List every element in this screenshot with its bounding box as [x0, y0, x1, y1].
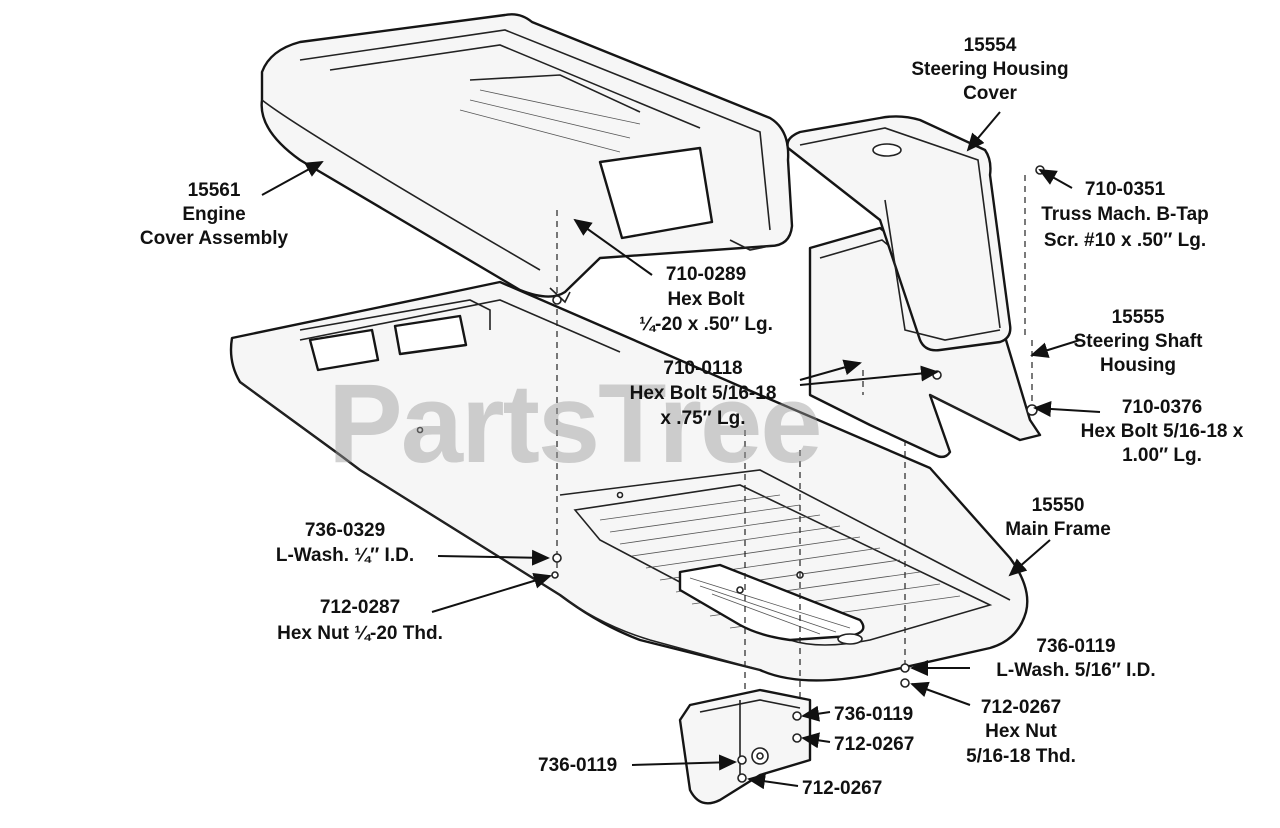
label-bracket-l-wash-left: 736-0119	[538, 755, 617, 776]
part-number: 736-0119	[1036, 636, 1115, 657]
part-desc-line2: Cover Assembly	[140, 228, 289, 249]
leader-arrows	[261, 111, 1101, 790]
part-number: 710-0351	[1085, 179, 1166, 200]
label-steering-shaft-housing: 15555 Steering Shaft Housing	[1074, 307, 1203, 376]
part-desc-line1: Hex Bolt 5/16-18 x	[1081, 421, 1244, 442]
part-desc-line2: 1.00″ Lg.	[1122, 445, 1202, 466]
label-steering-housing-cover: 15554 Steering Housing Cover	[911, 35, 1068, 104]
fasteners	[551, 165, 1045, 783]
part-desc-line1: Hex Nut	[985, 721, 1057, 742]
part-number: 712-0287	[320, 597, 400, 618]
label-truss-screw: 710-0351 Truss Mach. B-Tap Scr. #10 x .5…	[1041, 179, 1209, 251]
label-hex-bolt-710-0289: 710-0289 Hex Bolt ¼-20 x .50″ Lg.	[639, 264, 773, 335]
label-bracket-hex-nut-lower: 712-0267	[802, 778, 882, 799]
part-desc-line1: Main Frame	[1005, 519, 1111, 540]
part-desc-line2: Cover	[963, 83, 1017, 104]
alignment-lines	[556, 175, 1033, 700]
part-number: 710-0118	[663, 358, 742, 379]
part-desc-line1: Hex Bolt 5/16-18	[630, 383, 777, 404]
part-desc-line1: Hex Nut ¼-20 Thd.	[277, 623, 443, 644]
label-hex-nut-712-0287: 712-0287 Hex Nut ¼-20 Thd.	[277, 597, 443, 644]
label-engine-cover: 15561 Engine Cover Assembly	[140, 180, 289, 249]
part-number: 712-0267	[981, 697, 1061, 718]
label-l-wash-736-0329: 736-0329 L-Wash. ¼″ I.D.	[276, 520, 414, 566]
part-number: 710-0289	[666, 264, 746, 285]
part-number: 710-0376	[1122, 397, 1202, 418]
part-desc-line1: Hex Bolt	[667, 289, 745, 310]
watermark-text: PartsTree	[328, 361, 821, 486]
label-hex-bolt-710-0118: 710-0118 Hex Bolt 5/16-18 x .75″ Lg.	[630, 358, 777, 429]
main-frame-part	[229, 280, 1029, 682]
label-bracket-hex-nut-upper: 712-0267	[834, 734, 914, 755]
part-desc-line1: Engine	[182, 204, 245, 225]
part-number: 15555	[1112, 307, 1165, 328]
bracket-assembly-part	[678, 688, 812, 805]
part-number: 736-0329	[305, 520, 385, 541]
label-main-frame: 15550 Main Frame	[1005, 495, 1111, 540]
label-l-wash-736-0119-right: 736-0119 L-Wash. 5/16″ I.D.	[996, 636, 1155, 681]
engine-cover-part	[260, 13, 794, 304]
part-number: 15561	[188, 180, 241, 201]
part-desc-line2: 5/16-18 Thd.	[966, 746, 1076, 767]
part-desc-line1: Steering Shaft	[1074, 331, 1203, 352]
part-desc-line2: Housing	[1100, 355, 1176, 376]
part-desc-line1: L-Wash. 5/16″ I.D.	[996, 660, 1155, 681]
part-desc-line1: Steering Housing	[911, 59, 1068, 80]
part-number: 15554	[964, 35, 1017, 56]
label-hex-bolt-710-0376: 710-0376 Hex Bolt 5/16-18 x 1.00″ Lg.	[1081, 397, 1244, 466]
part-number: 15550	[1032, 495, 1085, 516]
label-bracket-l-wash-upper: 736-0119	[834, 704, 913, 725]
steering-housing-cover-part	[786, 115, 1012, 352]
part-desc-line2: Scr. #10 x .50″ Lg.	[1044, 230, 1206, 251]
part-desc-line2: x .75″ Lg.	[660, 408, 745, 429]
part-desc-line2: ¼-20 x .50″ Lg.	[639, 314, 773, 335]
part-desc-line1: Truss Mach. B-Tap	[1041, 204, 1209, 225]
label-hex-nut-712-0267-right: 712-0267 Hex Nut 5/16-18 Thd.	[966, 697, 1076, 767]
part-desc-line1: L-Wash. ¼″ I.D.	[276, 545, 414, 566]
